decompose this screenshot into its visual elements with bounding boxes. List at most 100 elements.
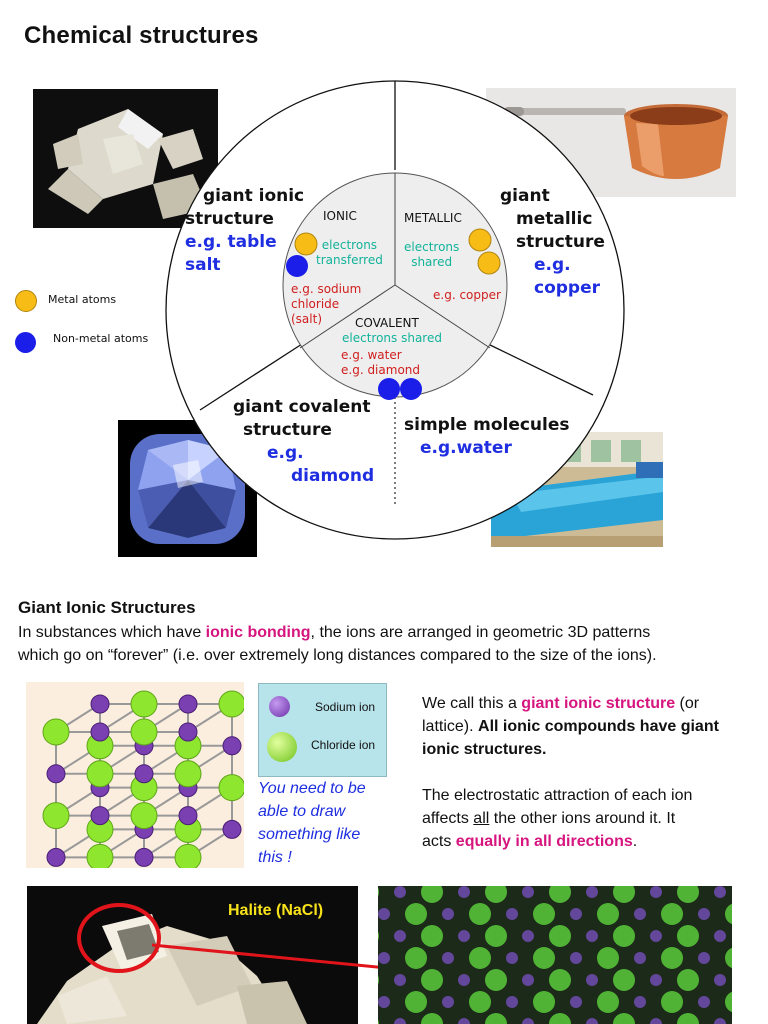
covalent-example2: diamond: [291, 466, 375, 486]
chloride-sphere: [421, 925, 443, 947]
p2-line3-post: .: [632, 833, 638, 850]
metallic-atom-2: [477, 251, 501, 275]
inner-covalent-desc: electrons shared: [342, 331, 442, 345]
inner-ionic-ex1: e.g. sodium: [291, 282, 362, 296]
sodium-sphere: [378, 996, 390, 1008]
sodium-sphere: [506, 908, 518, 920]
legend-metal-dot: [15, 290, 37, 312]
sodium-sphere: [698, 996, 710, 1008]
sodium-sphere: [634, 908, 646, 920]
chloride-sphere: [677, 925, 699, 947]
lattice-3d-svg: [378, 886, 732, 1024]
note-line3: something like: [258, 826, 361, 843]
simple-line1: simple molecules: [404, 415, 570, 435]
metallic-atom-1: [468, 228, 492, 252]
sodium-sphere: [394, 974, 406, 986]
p1-pre: We call this a: [422, 695, 522, 712]
lattice-3d-render: [378, 886, 732, 1024]
legend-metal-label: Metal atoms: [48, 293, 117, 306]
inner-divider-right: [394, 284, 491, 349]
sodium-sphere: [714, 930, 726, 942]
chloride-sphere: [549, 969, 571, 991]
sodium-ion: [46, 847, 66, 867]
inner-covalent-ex2: e.g. diamond: [341, 363, 421, 377]
giant-ionic-explanation: We call this a giant ionic structure (or…: [422, 692, 762, 853]
p1-line2: lattice). All ionic compounds have giant: [422, 715, 762, 738]
chloride-sphere: [421, 969, 443, 991]
sodium-sphere: [394, 1018, 406, 1024]
arrow-line: [151, 943, 419, 973]
chloride-ion: [174, 760, 202, 788]
legend-nonmetal-dot: [15, 332, 36, 353]
sodium-sphere: [570, 996, 582, 1008]
sodium-sphere: [378, 952, 390, 964]
sodium-sphere: [522, 886, 534, 898]
sodium-sphere: [586, 1018, 598, 1024]
sodium-ion: [90, 722, 110, 742]
p2-line3: acts equally in all directions.: [422, 830, 762, 853]
chloride-sphere: [485, 1013, 507, 1024]
chloride-sphere: [469, 903, 491, 925]
simple-segment-label: simple molecules e.g.water: [404, 414, 570, 460]
chloride-sphere: [405, 991, 427, 1013]
covalent-line2: structure: [243, 420, 332, 440]
sodium-sphere: [522, 930, 534, 942]
chloride-sphere: [549, 925, 571, 947]
sodium-sphere: [458, 974, 470, 986]
chloride-sphere: [533, 991, 555, 1013]
inner-ionic-desc: electrons transferred: [316, 238, 383, 268]
sodium-sphere: [714, 886, 726, 898]
chloride-sphere: [677, 886, 699, 903]
p2-line2: affects all the other ions around it. It: [422, 807, 762, 830]
chloride-ion: [218, 774, 246, 802]
page-title: Chemical structures: [24, 22, 259, 49]
chloride-ion: [130, 802, 158, 830]
sodium-sphere: [634, 952, 646, 964]
chloride-sphere: [378, 1019, 379, 1024]
metallic-line3: structure: [516, 232, 605, 252]
intro-line1: In substances which have ionic bonding, …: [18, 621, 758, 644]
inner-covalent-example: e.g. water e.g. diamond: [341, 348, 420, 378]
sodium-ion: [222, 736, 242, 756]
inner-ionic-ex3: (salt): [291, 312, 323, 326]
chloride-ion: [174, 843, 202, 871]
sodium-sphere: [714, 974, 726, 986]
chloride-sphere: [725, 947, 732, 969]
sodium-key-dot: [269, 696, 290, 717]
chloride-sphere: [421, 1013, 443, 1024]
sodium-sphere: [378, 908, 390, 920]
chloride-key-label: Chloride ion: [311, 738, 376, 752]
chloride-ion: [218, 690, 246, 718]
chloride-key-dot: [267, 732, 297, 762]
sodium-ion: [134, 847, 154, 867]
p2-line3-pre: acts: [422, 833, 456, 850]
sodium-sphere: [442, 908, 454, 920]
halite-label: Halite (NaCl): [228, 902, 324, 919]
ionic-metal-atom: [294, 232, 318, 256]
chloride-sphere: [549, 1013, 571, 1024]
sodium-sphere: [650, 886, 662, 898]
inner-ionic-desc2: transferred: [316, 253, 383, 267]
intro-line2: which go on “forever” (i.e. over extreme…: [18, 647, 657, 664]
sodium-sphere: [714, 1018, 726, 1024]
p1-line2-pre: lattice).: [422, 718, 479, 735]
sodium-sphere: [586, 930, 598, 942]
chloride-ion: [86, 760, 114, 788]
p1-post: (or: [675, 695, 700, 712]
inner-metallic-desc1: electrons: [404, 240, 460, 254]
ionic-example1: e.g. table: [185, 232, 277, 252]
divider-right: [487, 343, 594, 396]
chloride-ion: [42, 718, 70, 746]
metallic-segment-label: giant metallic structure e.g. copper: [500, 185, 605, 300]
drawing-note: You need to be able to draw something li…: [258, 777, 366, 869]
section-heading: Giant Ionic Structures: [18, 598, 196, 617]
nacl-lattice-diagram: [26, 682, 246, 871]
intro-emphasis: ionic bonding: [205, 624, 311, 641]
sodium-key-label: Sodium ion: [315, 700, 376, 714]
chloride-sphere: [677, 969, 699, 991]
chloride-sphere: [725, 991, 732, 1013]
chloride-sphere: [533, 903, 555, 925]
sodium-sphere: [650, 930, 662, 942]
simple-example1: e.g.water: [420, 438, 512, 458]
sodium-sphere: [698, 908, 710, 920]
